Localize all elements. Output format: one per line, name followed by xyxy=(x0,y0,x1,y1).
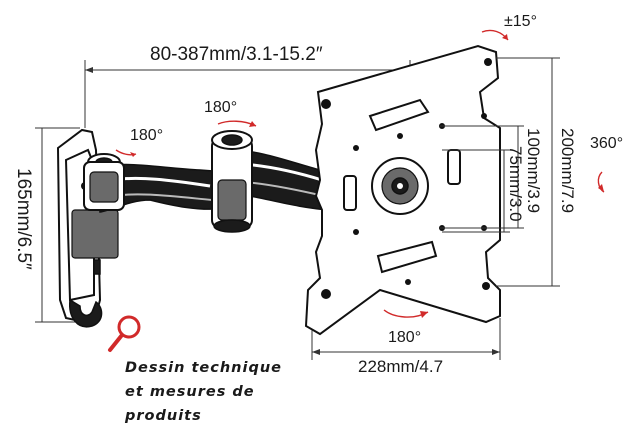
arm-segment-1 xyxy=(83,153,227,213)
tilt-indicator: ±15° xyxy=(481,13,537,41)
rotate-indicator: 360° xyxy=(590,135,623,193)
vesa-width-label: 228mm/4.7 xyxy=(358,357,443,376)
swivel-bottom-indicator: 180° xyxy=(383,309,429,346)
magnifier-icon xyxy=(108,315,141,352)
vesa-75-label: 75mm/3.0 xyxy=(506,146,525,222)
vesa-100-label: 100mm/3.9 xyxy=(524,128,543,213)
swivel-top-indicator: 180° xyxy=(115,127,163,157)
vesa-height-label: 200mm/7.9 xyxy=(558,128,577,213)
swivel-arm-label: 180° xyxy=(204,99,237,116)
wall-plate-height-dimension: 165mm/6.5″ xyxy=(13,127,80,323)
caption: Dessin technique et mesures de produits xyxy=(125,356,325,428)
caption-line-2: et mesures de xyxy=(125,384,255,400)
caption-line-3: produits xyxy=(125,408,202,424)
swivel-top-label: 180° xyxy=(130,127,163,144)
swivel-arm-indicator: 180° xyxy=(204,99,257,127)
vesa-vertical-dimensions: 200mm/7.9 100mm/3.9 75mm/3.0 xyxy=(440,57,577,287)
arm-extension-label: 80-387mm/3.1-15.2″ xyxy=(150,44,323,65)
vesa-plate xyxy=(304,44,501,336)
vesa-width-dimension: 228mm/4.7 xyxy=(311,318,501,376)
arm-segment-2 xyxy=(211,130,331,233)
wall-plate-height-label: 165mm/6.5″ xyxy=(13,168,34,270)
tilt-label: ±15° xyxy=(504,13,537,30)
rotate-label: 360° xyxy=(590,135,623,152)
caption-line-1: Dessin technique xyxy=(125,360,282,376)
swivel-bottom-label: 180° xyxy=(388,329,421,346)
